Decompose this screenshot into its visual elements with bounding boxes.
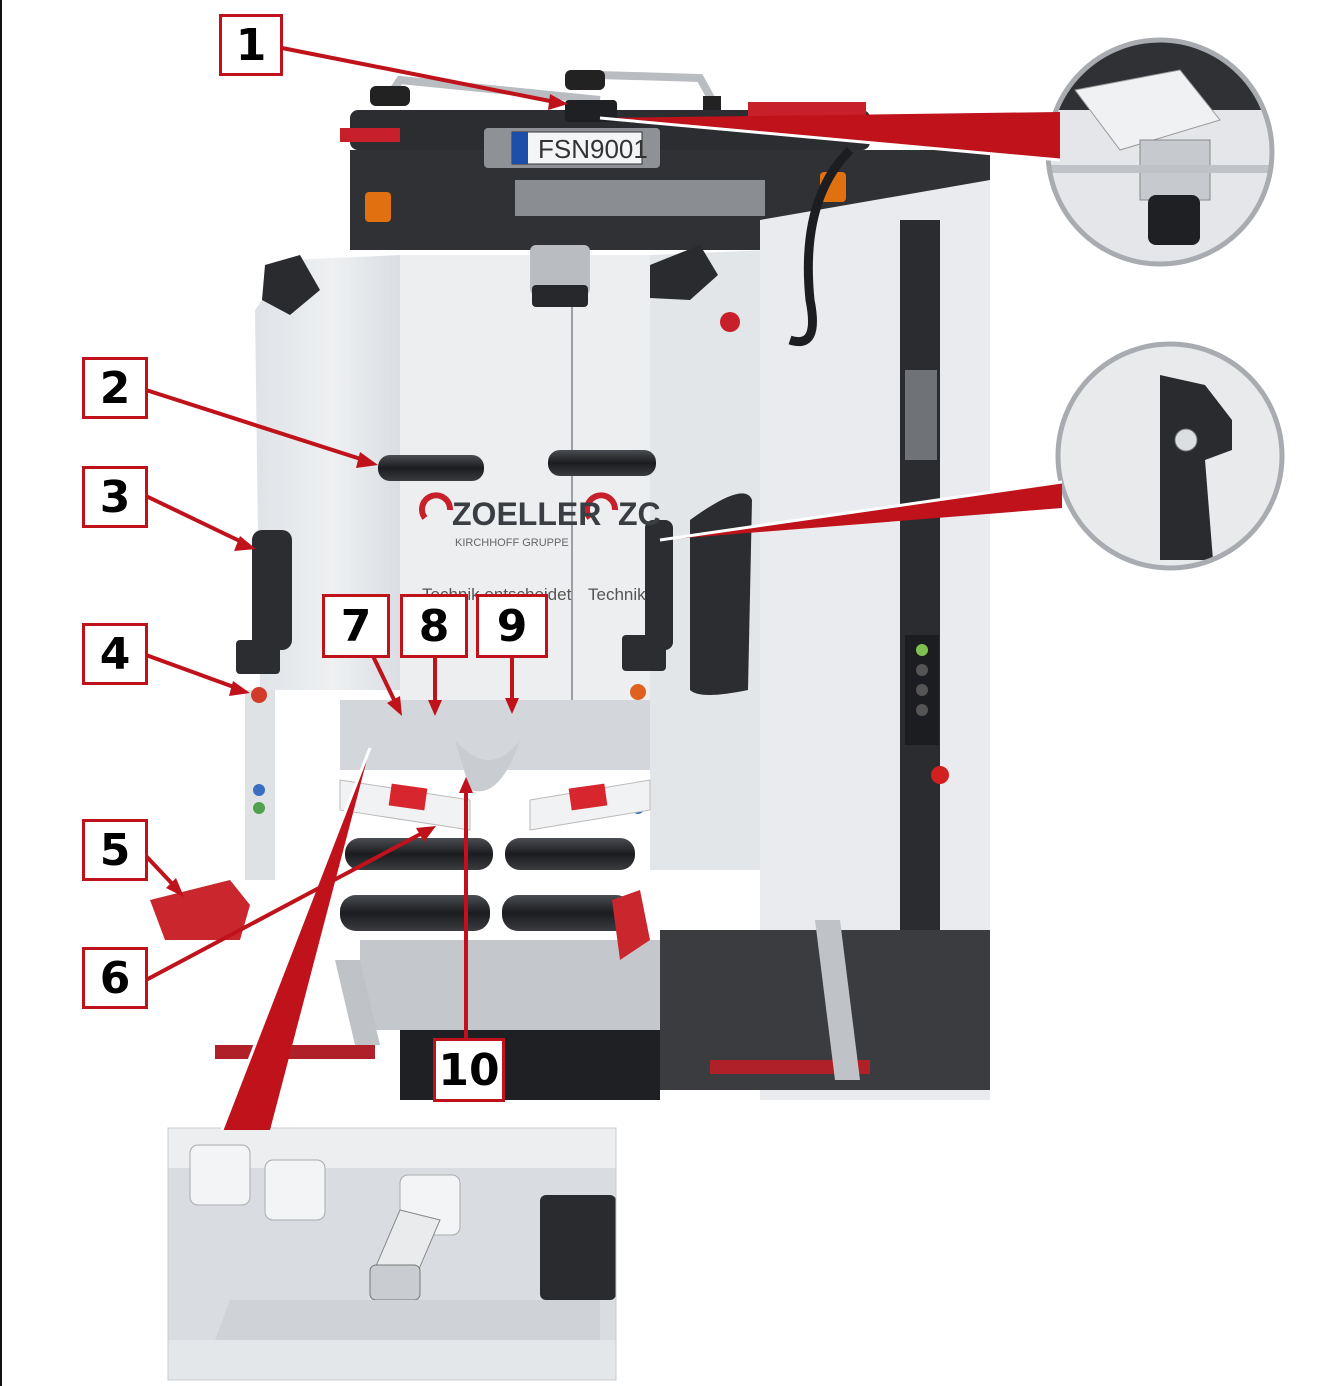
truck-text: FSN9001 ZOELLER KIRCHHOFF GRUPPE Technik… — [422, 134, 661, 604]
comb-detail — [167, 1127, 617, 1381]
callout-8: 8 — [400, 594, 468, 658]
callout-4: 4 — [82, 623, 148, 685]
callout-3: 3 — [82, 466, 148, 528]
callout-6: 6 — [82, 947, 148, 1009]
brand-logo-text: ZOELLER — [452, 496, 601, 532]
license-plate-text: FSN9001 — [538, 134, 648, 164]
handle-detail — [1055, 341, 1285, 571]
truck-body — [150, 146, 990, 1100]
callout-9: 9 — [476, 594, 548, 658]
callout-7: 7 — [322, 594, 390, 658]
frame-left-border — [0, 0, 2, 1386]
slogan-partial-text: Technik — [588, 585, 646, 604]
roof-detail — [1045, 37, 1275, 267]
callout-5: 5 — [82, 819, 148, 881]
brand-logo-partial-text: ZC — [618, 496, 661, 532]
callout-10: 10 — [433, 1038, 505, 1102]
license-plate — [484, 128, 660, 168]
leader-lines — [144, 46, 1063, 1131]
brand-sub-text: KIRCHHOFF GRUPPE — [455, 537, 569, 549]
callout-2: 2 — [82, 357, 148, 419]
callout-1: 1 — [219, 14, 283, 76]
